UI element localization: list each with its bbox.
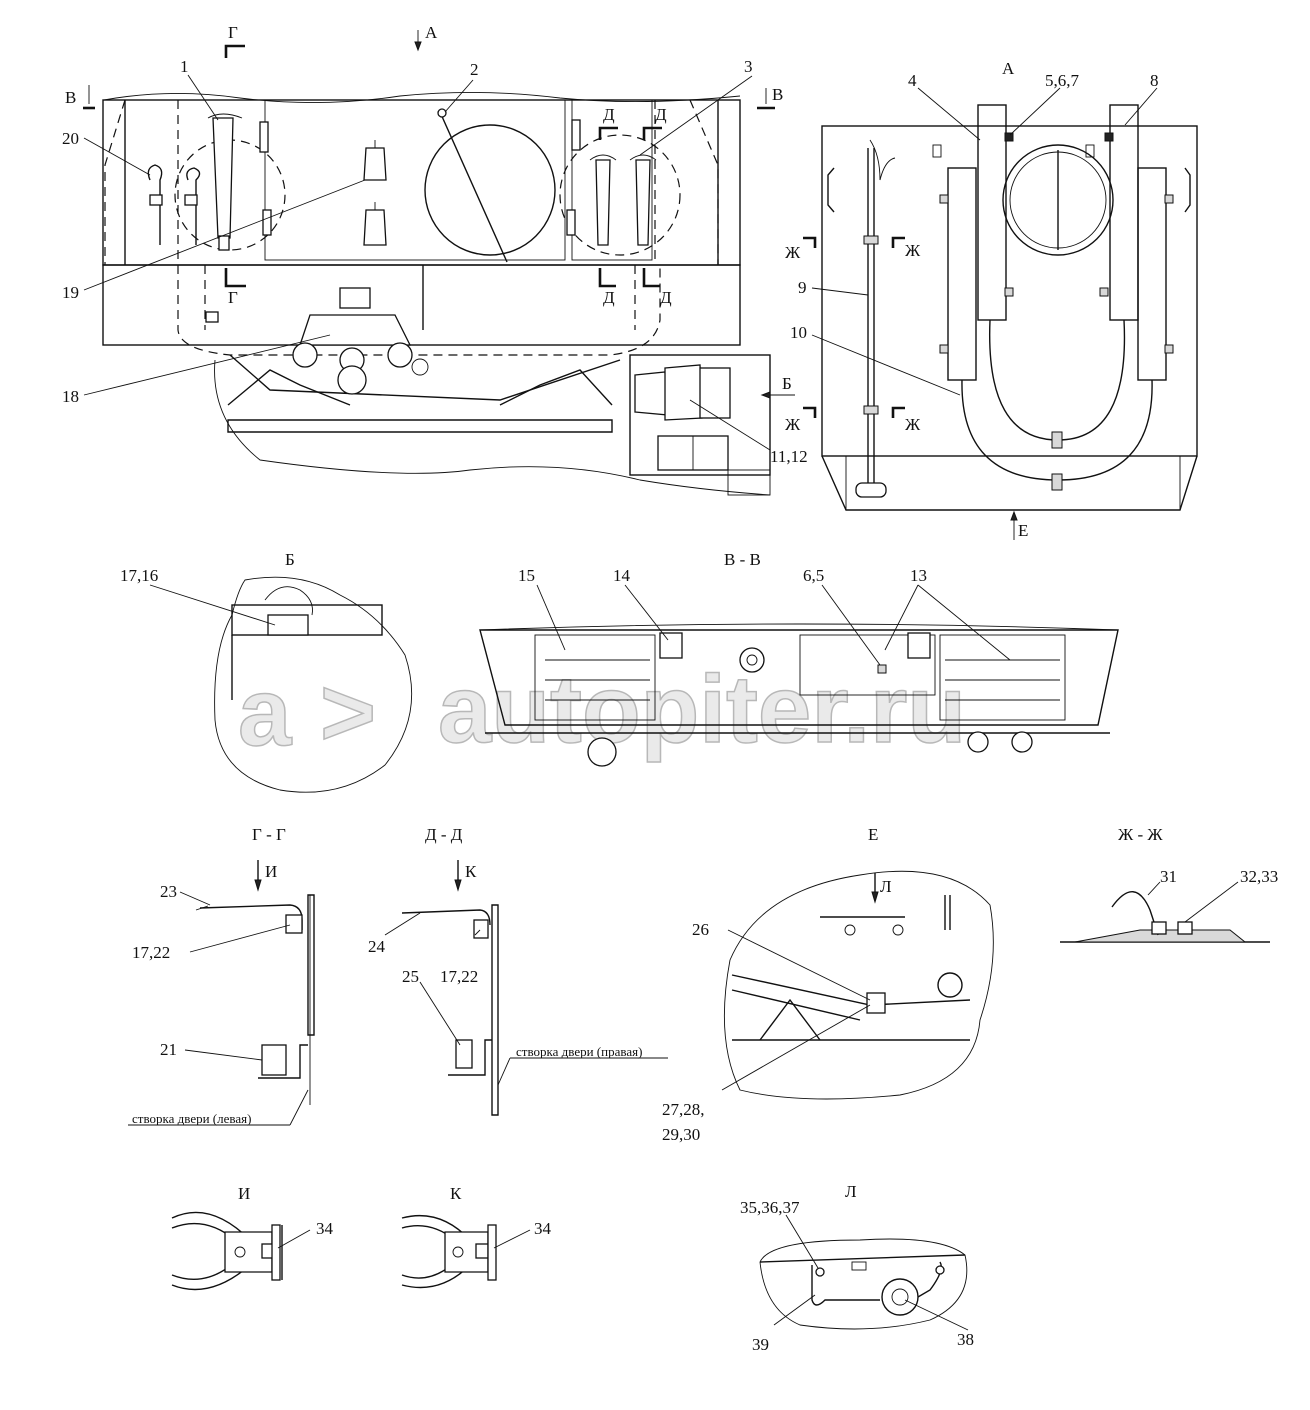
callout-17-16: 17,16 bbox=[120, 566, 158, 585]
cut-mark-l: Л bbox=[880, 877, 892, 896]
callout-31: 31 bbox=[1160, 867, 1177, 886]
cut-mark-g-top: Г bbox=[228, 23, 238, 42]
callout-32-33: 32,33 bbox=[1240, 867, 1278, 886]
callout-9: 9 bbox=[798, 278, 807, 297]
svg-text:>: > bbox=[320, 659, 376, 766]
view-gg: Г - Г И 23 17,22 21 створка двери (левая… bbox=[128, 825, 315, 1126]
cut-mark-zh-3: Ж bbox=[785, 415, 801, 434]
cut-mark-zh-4: Ж bbox=[905, 415, 921, 434]
callout-39: 39 bbox=[752, 1335, 769, 1354]
callout-17-22-a: 17,22 bbox=[132, 943, 170, 962]
view-title-vv: В - В bbox=[724, 550, 761, 569]
callout-21: 21 bbox=[160, 1040, 177, 1059]
view-a-marks: Ж Ж Ж Ж Е bbox=[785, 236, 1028, 540]
view-title-gg: Г - Г bbox=[252, 825, 286, 844]
cut-mark-b: Б bbox=[782, 374, 792, 393]
view-e: Е Л 26 27,28, 29,30 bbox=[662, 825, 994, 1144]
view-title-b: Б bbox=[285, 550, 295, 569]
callout-18: 18 bbox=[62, 387, 79, 406]
cut-marks-main: Г А В В Г Д Д Д Д Б bbox=[65, 23, 795, 399]
callout-1: 1 bbox=[180, 57, 189, 76]
note-door-right: створка двери (правая) bbox=[516, 1044, 642, 1059]
view-l: Л 35,36,37 38 39 bbox=[740, 1182, 974, 1354]
callout-20: 20 bbox=[62, 129, 79, 148]
callout-3: 3 bbox=[744, 57, 753, 76]
callout-2: 2 bbox=[470, 60, 479, 79]
view-b: Б 17,16 bbox=[120, 550, 413, 793]
callout-35-36-37: 35,36,37 bbox=[740, 1198, 800, 1217]
callout-24: 24 bbox=[368, 937, 386, 956]
view-i: И 34 bbox=[171, 1184, 334, 1291]
cut-mark-g-bottom: Г bbox=[228, 288, 238, 307]
view-zhzh: Ж - Ж 31 32,33 bbox=[1060, 825, 1278, 943]
callout-11-12: 11,12 bbox=[770, 447, 808, 466]
callout-17-22-b: 17,22 bbox=[440, 967, 478, 986]
callout-34-a: 34 bbox=[316, 1219, 334, 1238]
cut-mark-k: К bbox=[465, 862, 477, 881]
leaders-view-a: 4 5,6,7 8 9 10 bbox=[790, 71, 1159, 396]
cut-mark-d-3: Д bbox=[603, 288, 615, 307]
cut-mark-zh-2: Ж bbox=[905, 241, 921, 260]
callout-23: 23 bbox=[160, 882, 177, 901]
callout-8: 8 bbox=[1150, 71, 1159, 90]
leaders-main: 1 2 3 20 19 18 11,12 bbox=[62, 57, 808, 466]
callout-19: 19 bbox=[62, 283, 79, 302]
view-dd: Д - Д К 24 25 17,22 створка двери (права… bbox=[368, 825, 668, 1116]
cut-mark-i: И bbox=[265, 862, 277, 881]
callout-38: 38 bbox=[957, 1330, 974, 1349]
view-title-zhzh: Ж - Ж bbox=[1118, 825, 1163, 844]
callout-15: 15 bbox=[518, 566, 535, 585]
cut-mark-e: Е bbox=[1018, 521, 1028, 540]
view-a: А bbox=[821, 59, 1198, 511]
watermark: a > autopiter.ru bbox=[237, 655, 967, 767]
main-side-view bbox=[102, 91, 771, 496]
cut-mark-d-1: Д bbox=[603, 105, 615, 124]
svg-text:a: a bbox=[238, 659, 292, 766]
view-vv: В - В 15 14 6,5 13 bbox=[479, 550, 1119, 767]
cut-mark-zh-1: Ж bbox=[785, 243, 801, 262]
callout-34-b: 34 bbox=[534, 1219, 552, 1238]
callout-25: 25 bbox=[402, 967, 419, 986]
view-k: К 34 bbox=[401, 1184, 552, 1289]
callout-4: 4 bbox=[908, 71, 917, 90]
view-title-dd: Д - Д bbox=[425, 825, 463, 844]
view-title-e: Е bbox=[868, 825, 878, 844]
note-door-left: створка двери (левая) bbox=[132, 1111, 251, 1126]
callout-10: 10 bbox=[790, 323, 807, 342]
callout-6-5: 6,5 bbox=[803, 566, 824, 585]
callout-26: 26 bbox=[692, 920, 709, 939]
cut-mark-d-4: Д bbox=[660, 288, 672, 307]
callout-5-6-7: 5,6,7 bbox=[1045, 71, 1080, 90]
cut-mark-a-top: А bbox=[425, 23, 438, 42]
callout-29-30: 29,30 bbox=[662, 1125, 700, 1144]
callout-14: 14 bbox=[613, 566, 631, 585]
watermark-text: autopiter.ru bbox=[438, 656, 966, 763]
cut-mark-v-right: В bbox=[772, 85, 783, 104]
callout-13: 13 bbox=[910, 566, 927, 585]
cut-mark-d-2: Д bbox=[655, 105, 667, 124]
view-title-i: И bbox=[238, 1184, 250, 1203]
cut-mark-v-left: В bbox=[65, 88, 76, 107]
view-title-l: Л bbox=[845, 1182, 857, 1201]
view-title-k: К bbox=[450, 1184, 462, 1203]
callout-27-28: 27,28, bbox=[662, 1100, 705, 1119]
view-title-a: А bbox=[1002, 59, 1015, 78]
